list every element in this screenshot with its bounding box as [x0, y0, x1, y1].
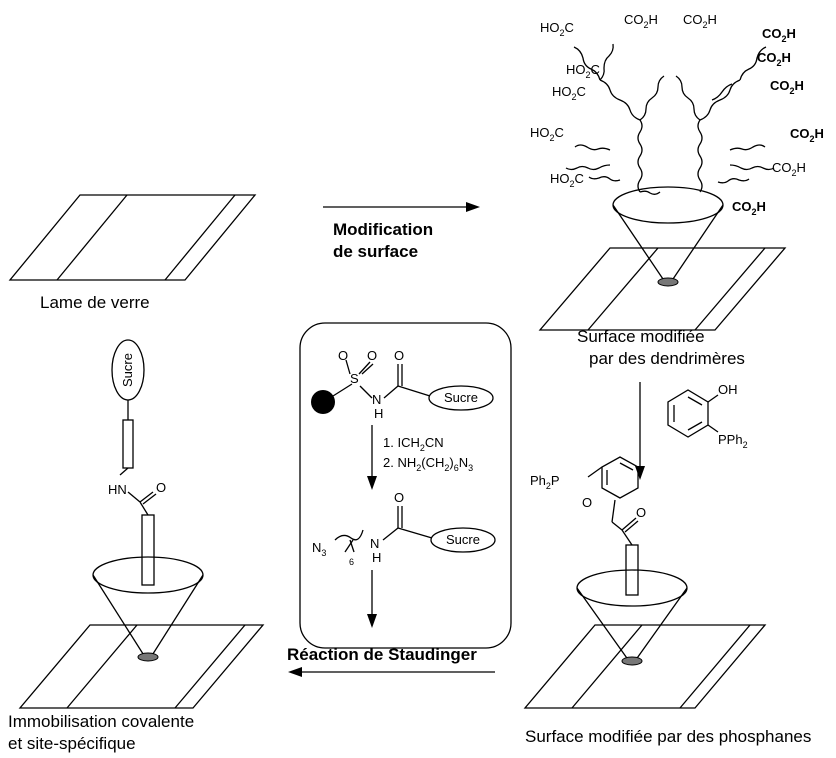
staudinger-arrow: [288, 667, 495, 677]
svg-text:HO2C: HO2C: [550, 171, 584, 189]
ph2p-label: Ph2P: [530, 473, 560, 491]
svg-text:HO2C: HO2C: [540, 20, 574, 38]
svg-text:HO2C: HO2C: [552, 84, 586, 102]
box-arrow-2: [367, 570, 377, 628]
phosphane-label: Surface modifiée par des phosphanes: [525, 727, 811, 746]
staudinger-label: Réaction de Staudinger: [287, 645, 477, 664]
phosphine-ester: [587, 456, 639, 546]
dendrimer-label-1: Surface modifiée: [577, 327, 705, 346]
svg-text:CO2H: CO2H: [772, 160, 806, 178]
dendrimer-chains: [565, 43, 775, 195]
amide-linker: [119, 400, 157, 516]
svg-text:CO2H: CO2H: [762, 26, 796, 44]
hn-label: HN: [108, 482, 127, 497]
azide-sugar-probe: N3 6 N H O Sucre: [312, 490, 496, 567]
pph2-label: PPh2: [718, 432, 748, 450]
svg-text:CO2H: CO2H: [757, 50, 791, 68]
svg-text:CO2H: CO2H: [732, 199, 766, 217]
dendrimer-acid-labels: HO2C CO2H CO2H CO2H HO2C CO2H HO2C CO2H …: [530, 12, 824, 217]
ester-carbonyl-o-label: O: [636, 505, 646, 520]
immobilisation-label-2: et site-spécifique: [8, 734, 136, 753]
modification-label-1: Modification: [333, 220, 433, 239]
dendrimer-slide: [538, 247, 787, 331]
ester-o-label: O: [582, 495, 592, 510]
svg-text:S: S: [350, 371, 359, 386]
svg-text:CO2H: CO2H: [770, 78, 804, 96]
svg-text:6: 6: [349, 557, 354, 567]
oh-label: OH: [718, 382, 738, 397]
svg-text:O: O: [394, 348, 404, 363]
phosphine-reagent: [667, 389, 719, 438]
svg-text:O: O: [338, 348, 348, 363]
immobilisation-label-1: Immobilisation covalente: [8, 712, 194, 731]
svg-text:CO2H: CO2H: [790, 126, 824, 144]
step1-label: 1. ICH2CN: [383, 435, 444, 453]
svg-text:HO2C: HO2C: [530, 125, 564, 143]
svg-text:Sucre: Sucre: [444, 390, 478, 405]
modification-arrow: [323, 202, 480, 212]
phosphane-slide: [523, 624, 767, 709]
svg-text:HO2C: HO2C: [566, 62, 600, 80]
svg-text:H: H: [372, 550, 381, 565]
sulfonamide-linker: O O S N H O Sucre: [311, 348, 494, 421]
svg-text:N: N: [370, 536, 379, 551]
phosphine-arrow: [635, 382, 645, 480]
svg-text:Sucre: Sucre: [120, 353, 135, 387]
phosphane-cone: [576, 544, 688, 666]
sugar-oval-vertical: Sucre: [111, 339, 145, 401]
svg-text:H: H: [374, 406, 383, 421]
svg-text:N: N: [372, 392, 381, 407]
glass-slide: [8, 194, 257, 281]
step2-label: 2. NH2(CH2)6N3: [383, 455, 473, 473]
svg-text:N3: N3: [312, 540, 326, 558]
reaction-box: [299, 322, 512, 649]
immobilised-cone: [92, 514, 204, 662]
svg-text:CO2H: CO2H: [683, 12, 717, 30]
svg-text:CO2H: CO2H: [624, 12, 658, 30]
final-carbonyl-o-label: O: [156, 480, 166, 495]
dendrimer-label-2: par des dendrimères: [589, 349, 745, 368]
immobilised-slide: [18, 624, 265, 709]
svg-text:O: O: [394, 490, 404, 505]
glass-slide-label: Lame de verre: [40, 293, 150, 312]
svg-text:O: O: [367, 348, 377, 363]
svg-text:Sucre: Sucre: [446, 532, 480, 547]
dendrimer-cone: [612, 186, 724, 287]
box-arrow-1: [367, 425, 377, 490]
modification-label-2: de surface: [333, 242, 418, 261]
